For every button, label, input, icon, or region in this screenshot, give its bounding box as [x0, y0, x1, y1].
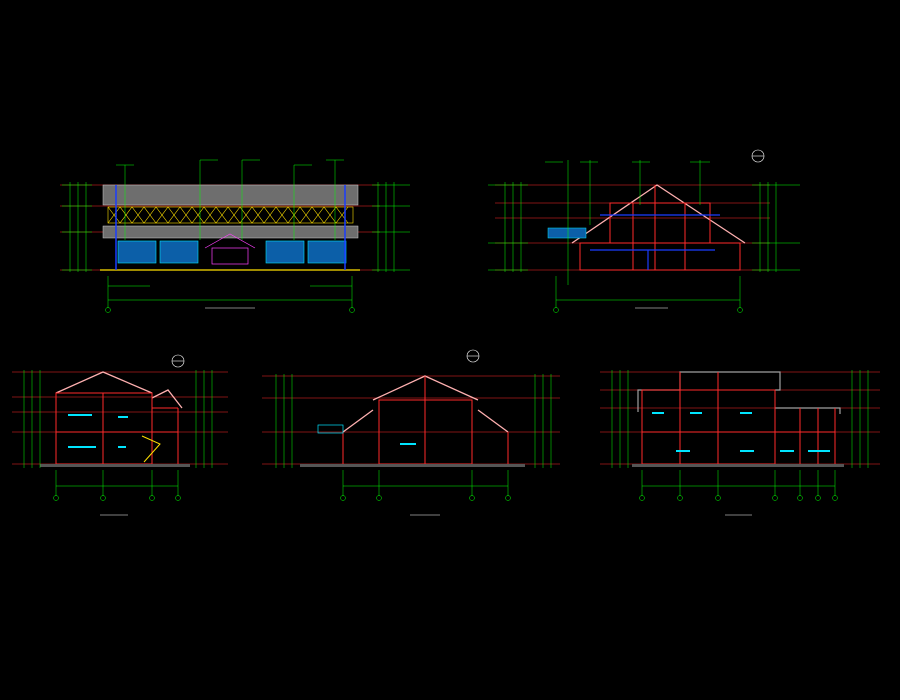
front-elevation-level-markers-left [62, 182, 92, 272]
front-elevation [60, 159, 410, 313]
section-b-ground [300, 464, 525, 467]
section-a-dimensions [55, 470, 179, 496]
section-c-level-markers [611, 370, 869, 468]
side-elevation-blue-elements [590, 214, 720, 270]
section-c-labels [652, 412, 830, 452]
section-b [262, 349, 560, 516]
section-c-dimensions [641, 470, 836, 496]
section-a-axis-bubbles [53, 495, 181, 501]
section-a [12, 354, 228, 516]
section-b-axis-bubbles [340, 495, 511, 501]
front-elevation-axis-bubbles [105, 307, 355, 313]
section-a-labels [68, 414, 128, 448]
section-a-level-markers [23, 370, 213, 468]
section-b-north-symbol [466, 349, 480, 363]
section-b-label [400, 443, 416, 445]
side-elevation [488, 149, 800, 313]
section-a-roof [55, 371, 183, 409]
side-elevation-dimensions [555, 276, 741, 308]
section-b-canopy [317, 424, 344, 434]
section-c-axis-bubbles [639, 495, 838, 501]
front-elevation-entrance [204, 233, 256, 265]
side-elevation-canopy [547, 227, 587, 239]
side-elevation-north-symbol [751, 149, 765, 163]
section-a-stair [141, 435, 161, 463]
side-elevation-roof [571, 184, 746, 244]
front-elevation-dimensions [107, 276, 353, 308]
front-elevation-leaders [116, 159, 344, 240]
side-elevation-level-markers-left [488, 182, 528, 272]
front-elevation-level-markers-right [372, 182, 410, 272]
side-elevation-level-markers-right [752, 182, 800, 272]
side-elevation-structure [579, 185, 741, 271]
section-a-ground [40, 464, 190, 467]
section-c-ground [632, 464, 844, 467]
front-elevation-upper-band [107, 206, 354, 224]
side-elevation-leaders [545, 160, 710, 285]
section-a-north-symbol [171, 354, 185, 368]
section-c [600, 370, 880, 516]
front-elevation-windows [117, 240, 347, 264]
front-elevation-columns [115, 185, 346, 270]
section-b-level-markers [275, 374, 552, 468]
side-elevation-axis-bubbles [553, 307, 743, 313]
section-b-dimensions [342, 470, 509, 496]
